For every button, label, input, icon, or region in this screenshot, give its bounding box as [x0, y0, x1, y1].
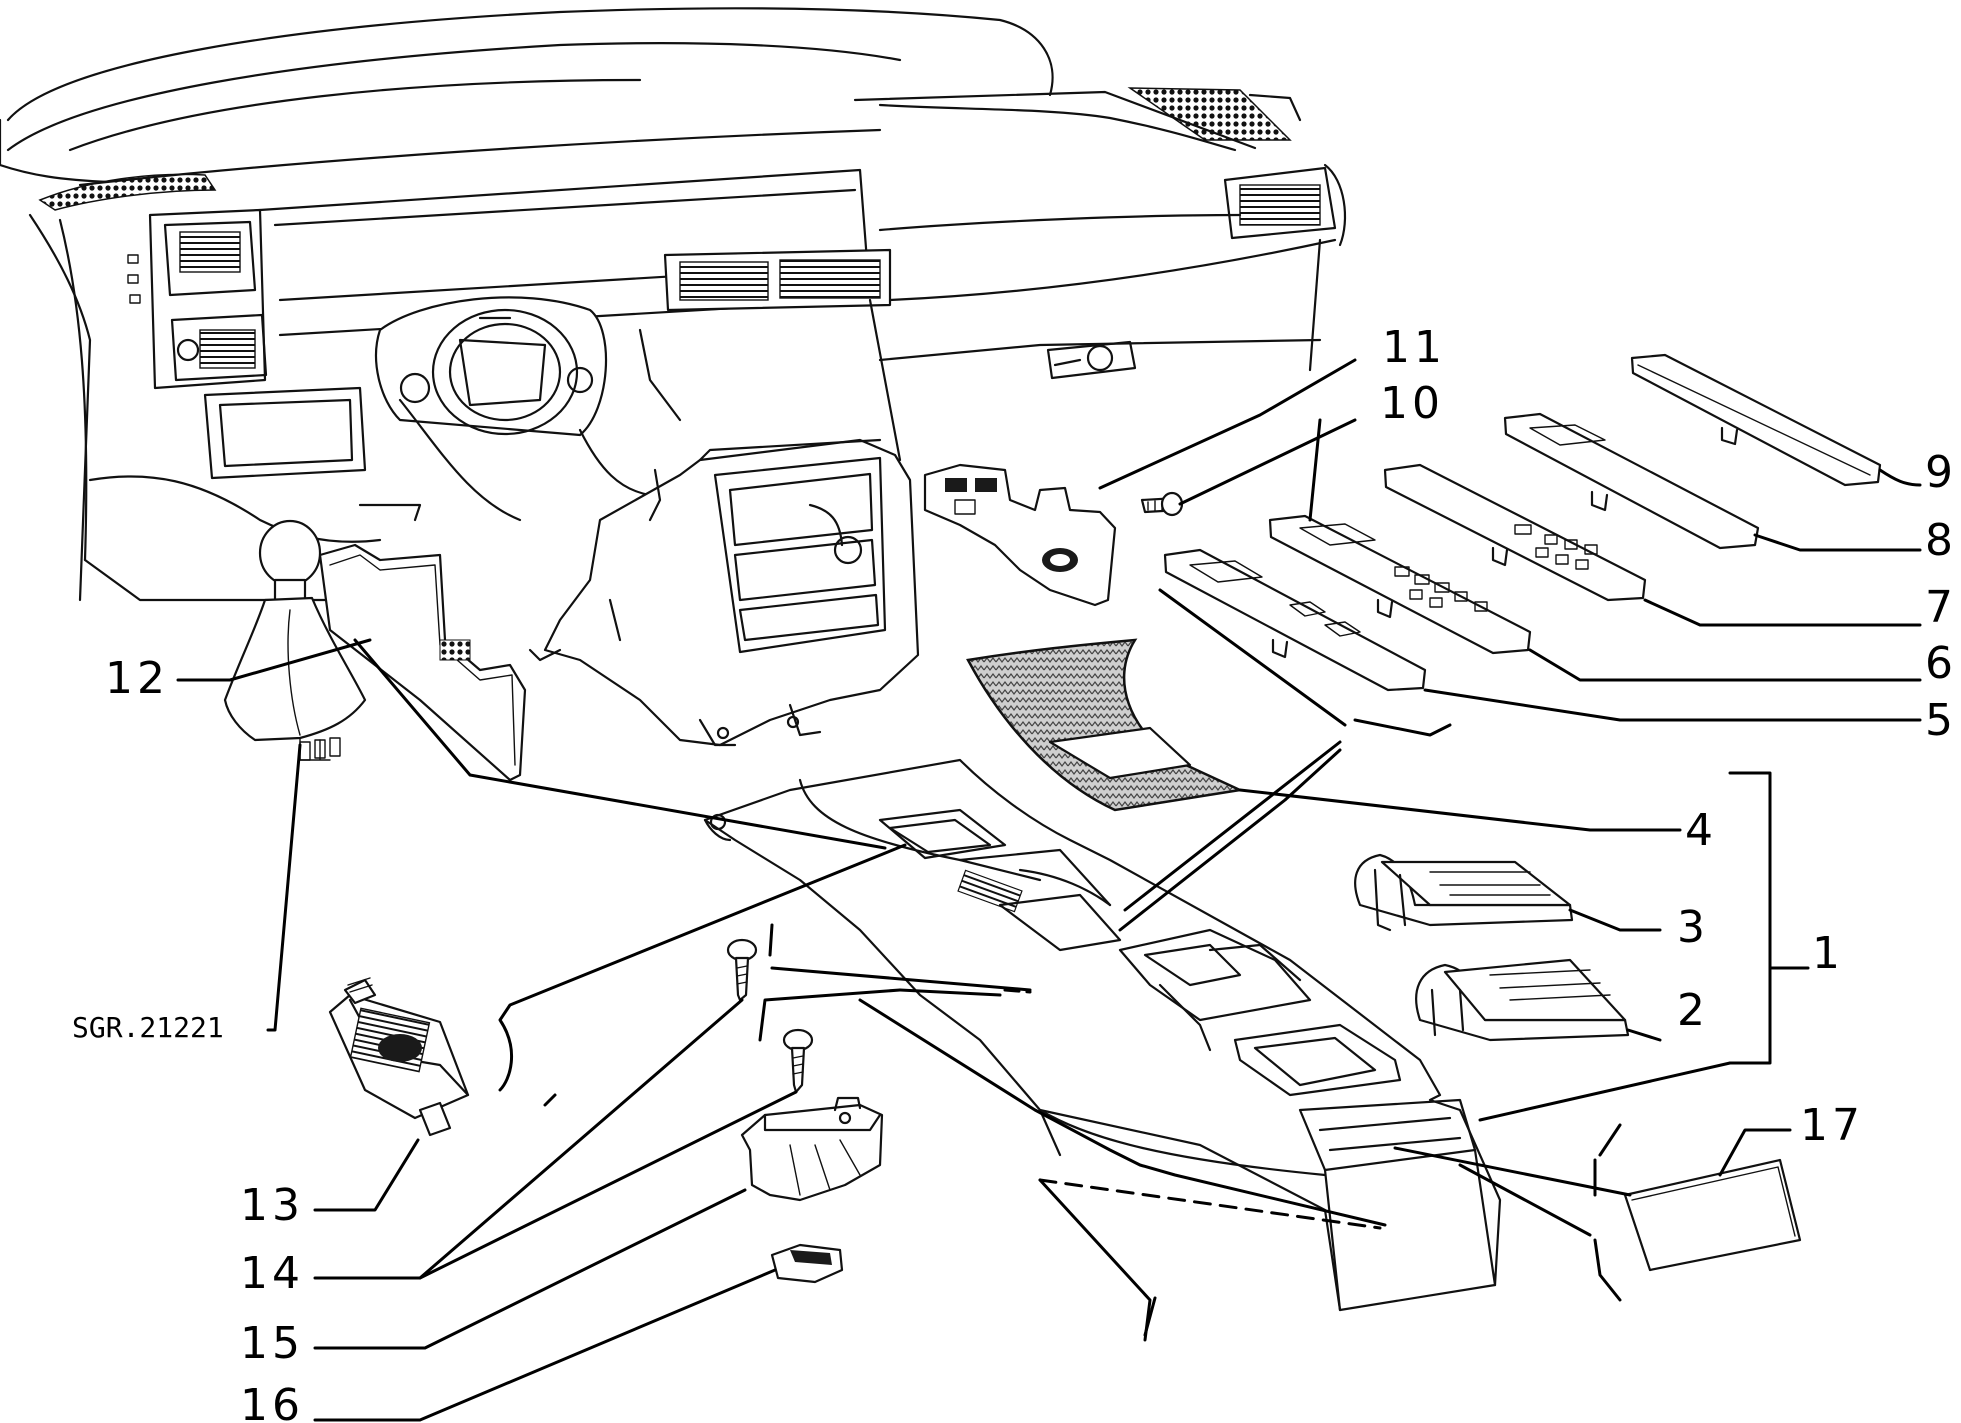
- part-2-trim: [1415, 958, 1630, 1042]
- part-1-centre-console: [703, 758, 1502, 1312]
- callout-1: 1: [1812, 928, 1844, 979]
- part-4-console-mat: [966, 638, 1245, 812]
- callout-12: 12: [105, 653, 169, 704]
- callout-2: 2: [1677, 985, 1709, 1036]
- part-16-clip: [770, 1243, 844, 1284]
- callout-15: 15: [240, 1318, 304, 1369]
- part-8-switch-bezel: [1503, 412, 1760, 550]
- callout-17: 17: [1800, 1100, 1864, 1151]
- part-7-switch-bezel: [1383, 463, 1647, 602]
- callout-4: 4: [1685, 805, 1717, 856]
- callout-3: 3: [1677, 902, 1709, 953]
- callout-13: 13: [240, 1180, 304, 1231]
- callout-6: 6: [1925, 638, 1957, 689]
- part-5-switch-bezel: [1163, 548, 1427, 692]
- callout-5: 5: [1925, 695, 1957, 746]
- part-13-switch-unit: [328, 977, 470, 1137]
- callout-11: 11: [1382, 322, 1446, 373]
- callout-16: 16: [240, 1380, 304, 1423]
- part-9-blank-bezel: [1630, 353, 1882, 487]
- reference-code: SGR.21221: [72, 1011, 224, 1044]
- part-11-switch-panel: [923, 463, 1117, 607]
- callout-labels: 11 10 9 8 7 6 5 4 3 2 1 12 13 14 15 16 1…: [72, 322, 1957, 1423]
- gear-knob-boot: [223, 519, 367, 761]
- callout-14: 14: [240, 1248, 304, 1299]
- callout-9: 9: [1925, 447, 1957, 498]
- part-12-side-cover: [318, 543, 527, 782]
- leader-lines: [176, 358, 1922, 1422]
- callout-8: 8: [1925, 515, 1957, 566]
- callout-7: 7: [1925, 582, 1957, 633]
- part-14-screws: [726, 938, 814, 1094]
- callout-10: 10: [1380, 378, 1444, 429]
- part-6-switch-bezel: [1268, 514, 1532, 655]
- centre-stack-bezel: [528, 438, 920, 747]
- dashboard-assembly: [0, 7, 1347, 602]
- part-17-cover: [1623, 1158, 1802, 1272]
- part-3-trim: [1354, 853, 1574, 932]
- part-15-bracket: [740, 1096, 884, 1202]
- part-10-screw: [1140, 491, 1184, 517]
